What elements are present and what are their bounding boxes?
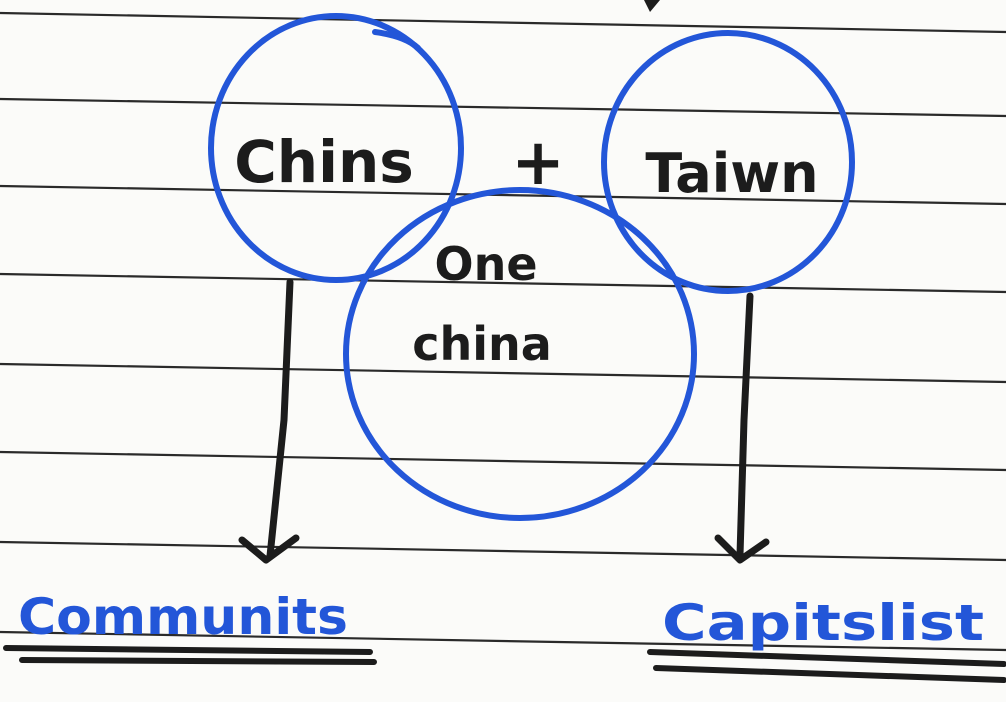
taiwan-label: Taiwn (645, 142, 818, 205)
left-arrow-shaft (266, 278, 294, 560)
rule-line (0, 97, 1006, 118)
one-china-label-line1: One (434, 237, 537, 291)
capitalist-underline-2 (653, 665, 1006, 683)
right-arrow-shaft (736, 292, 754, 559)
communist-underline-2 (19, 657, 377, 665)
one-china-circle (343, 187, 697, 521)
china-circle-overstroke (372, 29, 421, 51)
ruled-lines (0, 11, 1006, 652)
taiwan-circle (601, 30, 855, 294)
left-arrow-head (238, 534, 300, 564)
circles (208, 13, 855, 521)
rule-line (0, 540, 1006, 562)
capitalist-label: Capitslist (662, 594, 984, 652)
rule-line (0, 184, 1006, 206)
rule-line (0, 630, 1006, 652)
communist-underline-1 (3, 645, 373, 655)
china-label: Chins (234, 128, 414, 196)
communist-label: Communits (18, 588, 348, 646)
ink-mark (644, 0, 660, 12)
one-china-label-line2: china (412, 317, 552, 371)
right-arrow-head (714, 534, 770, 564)
rule-line (0, 272, 1006, 294)
underlines (3, 645, 1006, 683)
rule-line (0, 11, 1006, 34)
china-circle (208, 13, 464, 283)
arrows (238, 278, 770, 564)
rule-line (0, 450, 1006, 472)
rule-line (0, 362, 1006, 384)
plus-sign: + (511, 126, 565, 200)
capitalist-underline-1 (647, 649, 1006, 667)
